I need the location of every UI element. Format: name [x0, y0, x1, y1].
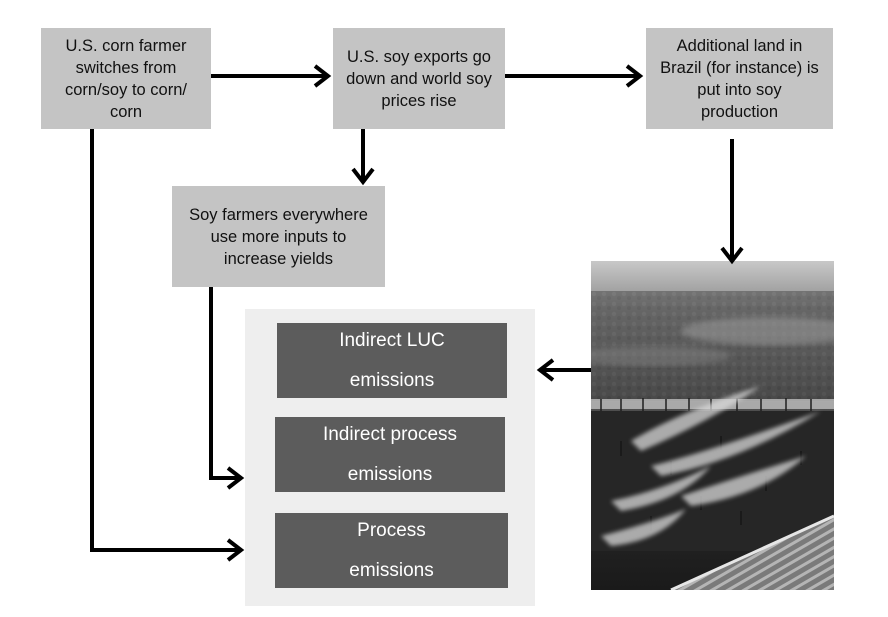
node-soy-inputs-label: Soy farmers everywhere use more inputs t… — [189, 205, 368, 268]
node-corn-switch-label: U.S. corn farmer switches from corn/soy … — [65, 36, 187, 121]
arrow-inputs-to-indirect-process — [209, 287, 238, 480]
node-corn-switch: U.S. corn farmer switches from corn/soy … — [41, 28, 211, 129]
process-emissions-label: Process emissions — [349, 519, 434, 581]
node-soy-exports: U.S. soy exports go down and world soy p… — [333, 28, 505, 129]
node-brazil-land: Additional land in Brazil (for instance)… — [646, 28, 833, 129]
node-soy-exports-label: U.S. soy exports go down and world soy p… — [346, 47, 492, 110]
indirect-process-emissions-label: Indirect process emissions — [322, 423, 458, 485]
deforestation-photo — [591, 261, 834, 590]
indirect-luc-emissions-label: Indirect LUC emissions — [339, 329, 445, 391]
arrow-corn-to-process — [90, 129, 238, 552]
indirect-process-emissions-box: Indirect process emissions — [275, 417, 505, 492]
process-emissions-box: Process emissions — [275, 513, 508, 588]
indirect-luc-emissions-box: Indirect LUC emissions — [277, 323, 507, 398]
node-soy-inputs: Soy farmers everywhere use more inputs t… — [172, 186, 385, 287]
node-brazil-land-label: Additional land in Brazil (for instance)… — [660, 36, 819, 121]
